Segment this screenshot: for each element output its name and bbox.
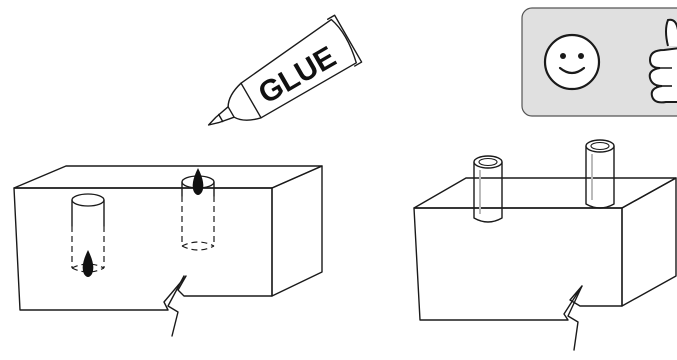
- glue-drop-1: [82, 250, 94, 277]
- glue-tube-nozzle-ring: [218, 113, 224, 123]
- left-block-side-face: [271, 165, 323, 297]
- left-block-break-line: [167, 275, 185, 337]
- left-block-front-face: [13, 187, 273, 311]
- feedback-badge: [521, 7, 677, 117]
- right-block: [413, 139, 677, 351]
- right-block-side-face: [621, 177, 677, 307]
- glue-tube-nozzle: [207, 106, 235, 126]
- smiley-face-icon: [543, 33, 601, 91]
- dowel-1: [473, 155, 503, 223]
- glue-tube: GLUE: [207, 14, 363, 126]
- glue-drop-2: [192, 168, 204, 195]
- left-hole-2: [181, 175, 215, 251]
- right-block-front-face: [413, 207, 623, 321]
- left-hole-1: [71, 193, 105, 273]
- right-block-top-face: [413, 177, 677, 209]
- right-block-break-line: [567, 285, 583, 351]
- glue-tube-body: [240, 18, 357, 119]
- dowel-2: [585, 139, 615, 209]
- thumbs-up-icon: [648, 18, 677, 104]
- glue-tube-crimp: [326, 14, 363, 67]
- left-block-top-face: [13, 165, 323, 189]
- glue-tube-shoulder: [227, 82, 262, 121]
- left-block: [13, 165, 323, 337]
- glue-label: GLUE: [253, 40, 342, 110]
